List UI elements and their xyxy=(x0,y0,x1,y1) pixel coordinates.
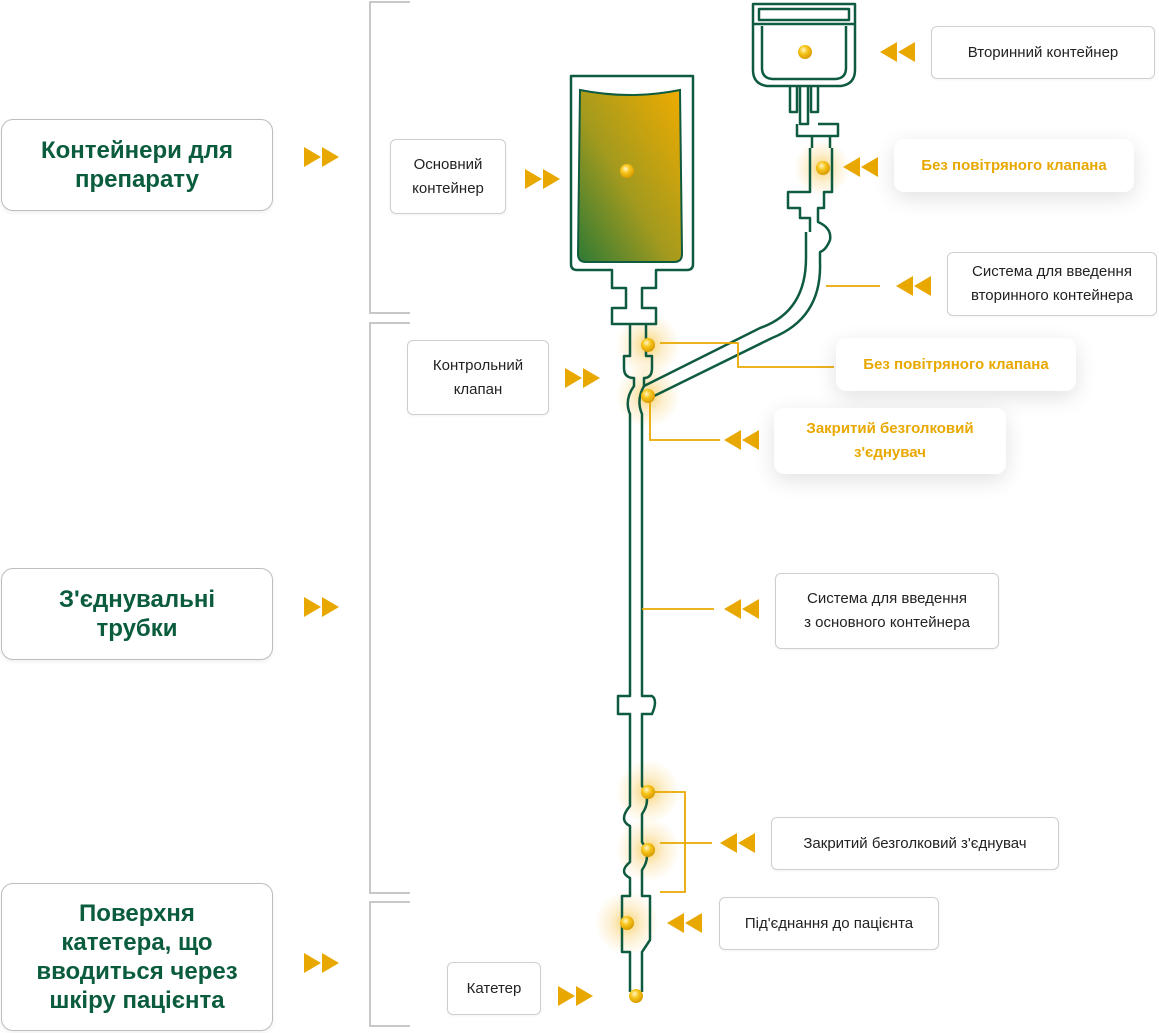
label-secondary-system: Система для введення вторинного контейне… xyxy=(947,252,1157,316)
label-no-air-valve-mid: Без повітряного клапана xyxy=(836,338,1076,391)
secondary-tube xyxy=(643,232,822,400)
double-arrow-right-icon xyxy=(525,169,560,189)
label-primary-container: Основний контейнер xyxy=(390,139,506,214)
double-arrow-right-icon xyxy=(558,986,593,1006)
gold-dot-icon xyxy=(816,161,830,175)
gold-dots xyxy=(620,45,830,1003)
double-arrow-right-icon xyxy=(304,953,339,973)
gold-dot-icon xyxy=(798,45,812,59)
primary-container-drawing xyxy=(569,74,695,326)
gold-dot-icon xyxy=(620,916,634,930)
gold-dot-icon xyxy=(641,785,655,799)
gold-dot-icon xyxy=(620,164,634,178)
category-connecting-tubing: З'єднувальні трубки xyxy=(1,568,273,660)
leader-lines xyxy=(642,285,880,893)
double-arrow-right-icon xyxy=(304,597,339,617)
double-arrow-left-icon xyxy=(720,833,755,853)
double-arrow-left-icon xyxy=(896,276,931,296)
double-arrow-left-icon xyxy=(724,599,759,619)
gold-dot-icon xyxy=(641,843,655,857)
bracket-tubing xyxy=(369,322,410,894)
label-check-valve: Контрольний клапан xyxy=(407,340,549,415)
arrows-right xyxy=(304,147,600,1006)
label-no-air-valve-top: Без повітряного клапана xyxy=(894,139,1134,192)
label-closed-needleless-highlight: Закритий безголковий з'єднувач xyxy=(774,408,1006,474)
double-arrow-right-icon xyxy=(565,368,600,388)
label-catheter: Катетер xyxy=(447,962,541,1015)
label-patient-connection: Під'єднання до пацієнта xyxy=(719,897,939,950)
double-arrow-left-icon xyxy=(724,430,759,450)
secondary-container-drawing xyxy=(751,2,857,262)
arrows-left xyxy=(667,42,931,933)
double-arrow-left-icon xyxy=(843,157,878,177)
double-arrow-right-icon xyxy=(304,147,339,167)
category-drug-containers: Контейнери для препарату xyxy=(1,119,273,211)
category-brackets xyxy=(369,1,410,1027)
label-secondary-container: Вторинний контейнер xyxy=(931,26,1155,79)
bracket-catheter xyxy=(369,901,410,1027)
bracket-containers xyxy=(369,1,410,314)
double-arrow-left-icon xyxy=(667,913,702,933)
double-arrow-left-icon xyxy=(880,42,915,62)
label-closed-needleless: Закритий безголковий з'єднувач xyxy=(771,817,1059,870)
gold-dot-icon xyxy=(641,338,655,352)
category-catheter-surface: Поверхня катетера, що вводиться через шк… xyxy=(1,883,273,1031)
gold-dot-icon xyxy=(641,389,655,403)
gold-dot-icon xyxy=(629,989,643,1003)
label-primary-system: Система для введення з основного контейн… xyxy=(775,573,999,649)
